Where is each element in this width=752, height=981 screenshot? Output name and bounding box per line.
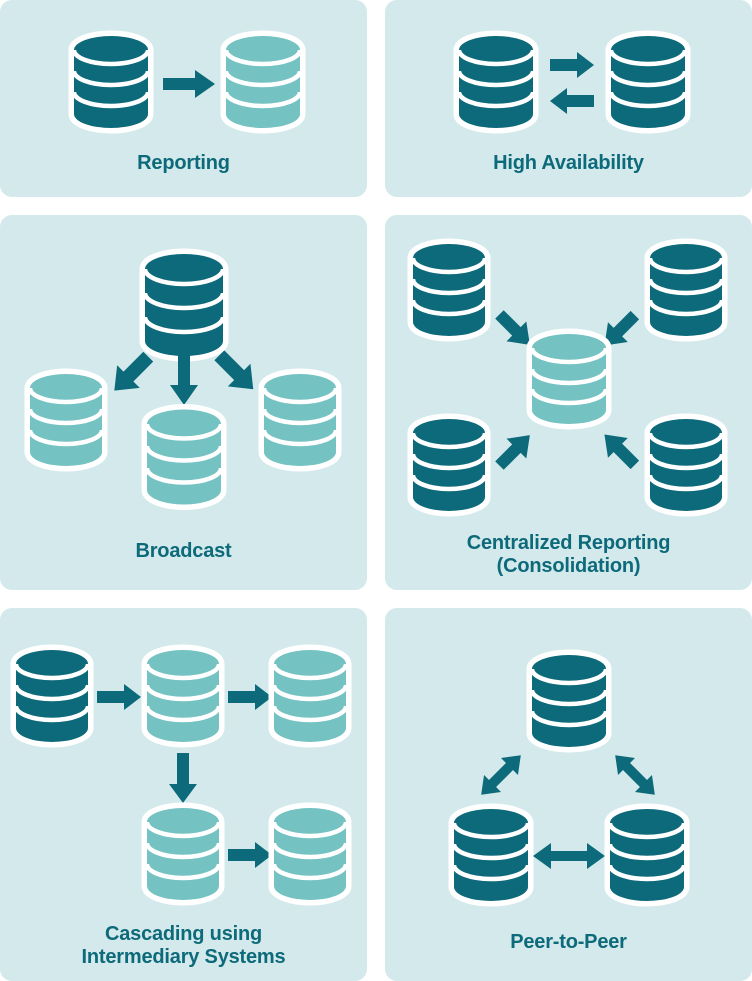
panel-peer-to-peer: Peer-to-Peer xyxy=(385,608,752,981)
arrow-right xyxy=(163,69,215,99)
panel-reporting: Reporting xyxy=(0,0,367,197)
source-database-bottom-right xyxy=(644,413,728,517)
arrow-down-left xyxy=(103,345,161,401)
panel-label-high-availability: High Availability xyxy=(493,152,644,174)
source-database-top-right xyxy=(644,238,728,342)
peer-database-top xyxy=(526,649,612,753)
source-database xyxy=(139,248,229,362)
consolidated-database xyxy=(526,328,612,430)
high-availability-stage: High Availability xyxy=(385,0,752,197)
panel-centralized-reporting: Centralized Reporting (Consolidation) xyxy=(385,215,752,590)
panel-label-line-2: Intermediary Systems xyxy=(81,946,286,968)
standby-node-database xyxy=(605,30,691,134)
target-database-left xyxy=(24,368,108,472)
arrow-down-right xyxy=(208,345,266,401)
target-database-center xyxy=(141,404,227,510)
panel-label-centralized-reporting: Centralized Reporting (Consolidation) xyxy=(385,532,752,578)
source-database xyxy=(10,644,94,748)
arrow-right-top-first xyxy=(97,684,141,710)
source-database-top-left xyxy=(407,238,491,342)
target-database-top-right xyxy=(268,644,352,748)
arrow-down xyxy=(169,753,197,803)
arrow-down xyxy=(170,351,198,405)
centralized-reporting-stage: Centralized Reporting (Consolidation) xyxy=(385,215,752,590)
broadcast-stage: Broadcast xyxy=(0,215,367,590)
arrow-right-bottom xyxy=(228,842,272,868)
arrow-down-right xyxy=(489,305,541,355)
target-database xyxy=(220,30,306,134)
arrow-bidirectional-up-left xyxy=(607,748,663,802)
arrow-right-top-second xyxy=(228,684,272,710)
target-database-right xyxy=(258,368,342,472)
panel-label-line-2: (Consolidation) xyxy=(496,555,641,577)
source-database xyxy=(68,30,154,134)
peer-database-bottom-right xyxy=(604,803,690,907)
peer-database-bottom-left xyxy=(448,803,534,907)
arrow-up-left xyxy=(594,425,646,475)
intermediary-database xyxy=(141,644,225,748)
arrow-left xyxy=(550,88,594,114)
arrow-bidirectional-up-right xyxy=(473,748,529,802)
arrow-bidirectional-horizontal xyxy=(533,841,605,871)
panel-label-peer-to-peer: Peer-to-Peer xyxy=(510,931,627,953)
target-database-bottom-center xyxy=(141,802,225,906)
arrow-up-right xyxy=(489,425,541,475)
panel-label-cascading: Cascading using Intermediary Systems xyxy=(0,923,367,969)
panel-label-reporting: Reporting xyxy=(137,152,230,174)
panel-broadcast: Broadcast xyxy=(0,215,367,590)
reporting-stage: Reporting xyxy=(0,0,367,197)
arrow-down-left xyxy=(594,305,646,355)
panel-high-availability: High Availability xyxy=(385,0,752,197)
panel-label-line-1: Cascading using xyxy=(104,923,263,945)
panel-cascading: Cascading using Intermediary Systems xyxy=(0,608,367,981)
source-database-bottom-left xyxy=(407,413,491,517)
cascading-stage: Cascading using Intermediary Systems xyxy=(0,608,367,981)
primary-node-database xyxy=(453,30,539,134)
panel-label-line-1: Centralized Reporting xyxy=(466,532,671,554)
target-database-bottom-right xyxy=(268,802,352,906)
panel-label-broadcast: Broadcast xyxy=(135,540,232,562)
arrow-right xyxy=(550,52,594,78)
peer-to-peer-stage: Peer-to-Peer xyxy=(385,608,752,981)
